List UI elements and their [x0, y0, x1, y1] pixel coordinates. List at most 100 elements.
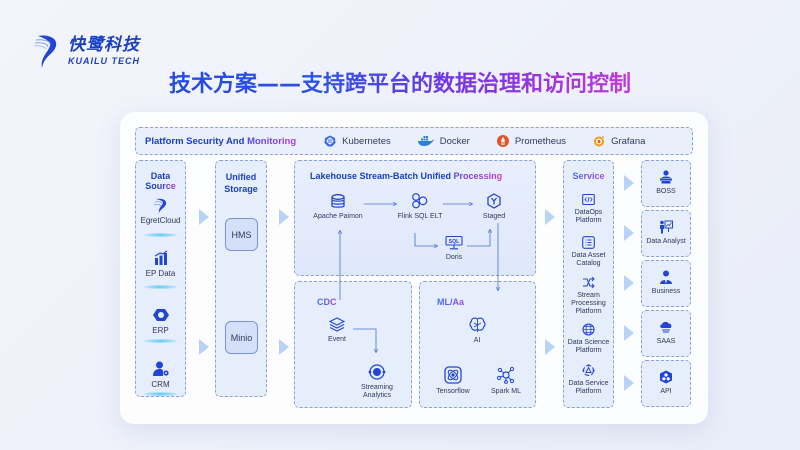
node-label: Staged — [482, 213, 506, 220]
lakehouse-title-prefix: Lakehouse Stream-Batch Unified — [310, 171, 454, 181]
brain-icon — [468, 317, 486, 332]
flow-arrow — [199, 209, 209, 225]
database-icon — [331, 194, 345, 208]
node-label: Spark ML — [491, 388, 521, 395]
consumer-boss: BOSS — [641, 160, 691, 207]
consumer-label: Business — [651, 288, 681, 295]
analyst-icon — [660, 220, 673, 234]
tool-docker: Docker — [417, 135, 470, 147]
tool-prometheus: Prometheus — [496, 135, 566, 147]
tool-label: Grafana — [611, 135, 646, 147]
node-label: Doris — [445, 254, 463, 261]
cdc-title: CDC — [317, 297, 337, 307]
service-label-line1: Data Science — [567, 339, 610, 346]
egret-cloud-icon — [153, 198, 166, 213]
data-source-column: Data Source EgretCloud EP Data ERP CRM — [135, 160, 186, 397]
consumer-label: SAAS — [656, 338, 676, 345]
flow-arrow — [545, 209, 555, 225]
node-ai: AI — [467, 317, 487, 344]
service-label-line1: Stream — [577, 292, 600, 299]
glow-divider — [144, 392, 177, 396]
node-staged: Staged — [475, 193, 513, 220]
service-column: Service DataOps Platform Data Asset Cata… — [563, 160, 614, 408]
hex-nut-icon — [152, 309, 169, 321]
atom-icon — [444, 366, 462, 384]
service-ring-icon — [582, 364, 595, 377]
node-label: Tensorflow — [436, 388, 470, 395]
node-label: Apache Paimon — [313, 213, 363, 220]
node-apache-paimon: Apache Paimon — [303, 194, 373, 220]
node-flink-sql: Flink SQL ELT — [390, 193, 450, 220]
node-label-line2: Analytics — [362, 392, 391, 399]
storage-minio: Minio — [225, 321, 258, 354]
consumer-business: Business — [641, 260, 691, 307]
lakehouse-title: Lakehouse Stream-Batch Unified Processin… — [310, 171, 502, 181]
service-label-line2: Platform — [575, 217, 602, 224]
business-icon — [660, 270, 672, 284]
layers-icon — [329, 317, 345, 332]
service-label-line2: Processing — [571, 300, 606, 307]
kubernetes-icon — [324, 135, 336, 147]
consumer-api: API — [641, 360, 691, 407]
flow-arrow — [624, 275, 634, 291]
brand-name-cn: 快鹭科技 — [68, 35, 140, 55]
node-doris: SQL Doris — [442, 236, 466, 261]
storage-hms-label: HMS — [231, 229, 252, 240]
globe-icon — [582, 323, 595, 336]
tool-kubernetes: Kubernetes — [324, 135, 391, 147]
tool-label: Kubernetes — [342, 135, 391, 147]
data-source-title: Data Source — [136, 171, 185, 191]
source-crm: CRM — [136, 361, 185, 389]
platform-security-bar: Platform Security And Monitoring Kuberne… — [135, 127, 693, 155]
service-title-text: Service — [572, 171, 605, 181]
flow-arrow — [624, 175, 634, 191]
hexagon-y-icon — [487, 193, 501, 209]
tool-grafana: Grafana — [593, 135, 645, 147]
consumer-saas: SAAS — [641, 310, 691, 357]
node-label: Flink SQL ELT — [397, 213, 443, 220]
bar-chart-icon — [154, 250, 167, 265]
storage-title-line2: Storage — [224, 184, 258, 194]
user-gear-icon — [152, 361, 169, 376]
sql-monitor-icon: SQL — [445, 236, 463, 250]
cloud-icon — [660, 321, 672, 333]
flow-arrow — [279, 339, 289, 355]
grafana-icon — [594, 136, 605, 147]
flow-arrow — [545, 339, 555, 355]
service-data-science: Data Science Platform — [564, 323, 613, 355]
sql-badge-text: SQL — [449, 239, 460, 245]
service-stream-processing: Stream Processing Platform — [564, 276, 613, 316]
platform-bar-title-suffix: Monitoring — [247, 135, 297, 147]
egret-logo-icon — [34, 35, 57, 68]
node-streaming-analytics: Streaming Analytics — [355, 363, 399, 400]
platform-bar-title: Platform Security And Monitoring — [145, 136, 296, 147]
network-nodes-icon — [497, 366, 515, 384]
flow-arrow — [199, 339, 209, 355]
service-label-line1: DataOps — [574, 209, 603, 216]
unified-storage-title: Unified Storage — [216, 171, 266, 195]
orbit-icon — [368, 364, 386, 380]
service-label-line2: Catalog — [576, 260, 601, 267]
source-label: CRM — [151, 380, 170, 389]
data-source-title-text: Data Source — [145, 171, 176, 191]
source-erp: ERP — [136, 307, 185, 335]
consumer-label: BOSS — [656, 188, 676, 195]
brand-logo: 快鹭科技 KUAILU TECH — [34, 32, 140, 70]
service-label-line1: Data Asset — [571, 252, 606, 259]
page-title: 技术方案——支持跨平台的数据治理和访问控制 — [0, 66, 800, 98]
node-spark-ml: Spark ML — [487, 366, 525, 395]
service-data-service: Data Service Platform — [564, 364, 613, 396]
boss-icon — [660, 170, 672, 184]
shuffle-icon — [583, 276, 595, 289]
lakehouse-processing-box: Lakehouse Stream-Batch Unified Processin… — [294, 160, 536, 276]
source-ep-data: EP Data — [136, 250, 185, 278]
unified-storage-column: Unified Storage HMS Minio — [215, 160, 267, 397]
node-label: Event — [328, 336, 346, 343]
platform-bar-title-prefix: Platform Security And — [145, 135, 248, 147]
ml-box: ML/Aa — [419, 281, 536, 408]
node-event: Event — [322, 317, 352, 343]
service-label-line3: Platform — [575, 308, 602, 315]
source-label: ERP — [152, 326, 169, 335]
node-label: AI — [473, 337, 481, 344]
node-tensorflow: Tensorflow — [434, 366, 472, 395]
